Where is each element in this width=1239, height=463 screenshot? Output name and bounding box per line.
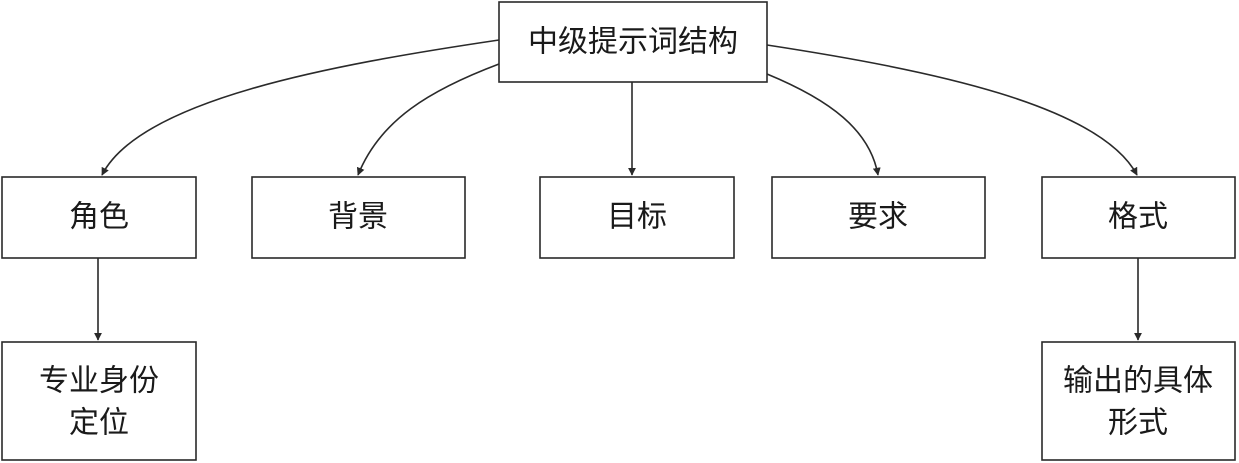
child-node-label: 角色 — [69, 200, 129, 235]
edge-root-to-format — [766, 44, 1138, 176]
detail-node-line: 形式 — [1108, 406, 1168, 441]
detail-node-line: 定位 — [69, 406, 129, 441]
child-node-label: 格式 — [1108, 200, 1168, 235]
child-node-label: 目标 — [607, 200, 667, 235]
child-node-label: 要求 — [848, 200, 908, 235]
child-node-role: 角色 — [1, 176, 197, 259]
edge-root-to-requirements — [766, 73, 881, 176]
edge-root-to-background — [356, 63, 500, 176]
detail-node-identity: 专业身份 定位 — [1, 341, 197, 461]
root-node: 中级提示词结构 — [498, 1, 768, 83]
child-node-requirements: 要求 — [771, 176, 986, 259]
detail-node-output-form: 输出的具体 形式 — [1041, 341, 1236, 461]
detail-node-line: 输出的具体 — [1063, 364, 1213, 399]
root-node-label: 中级提示词结构 — [528, 25, 738, 60]
edge-root-to-role — [101, 39, 500, 176]
detail-node-line: 专业身份 — [39, 364, 159, 399]
child-node-format: 格式 — [1041, 176, 1236, 259]
child-node-label: 背景 — [328, 200, 388, 235]
child-node-goal: 目标 — [539, 176, 735, 259]
child-node-background: 背景 — [251, 176, 466, 259]
